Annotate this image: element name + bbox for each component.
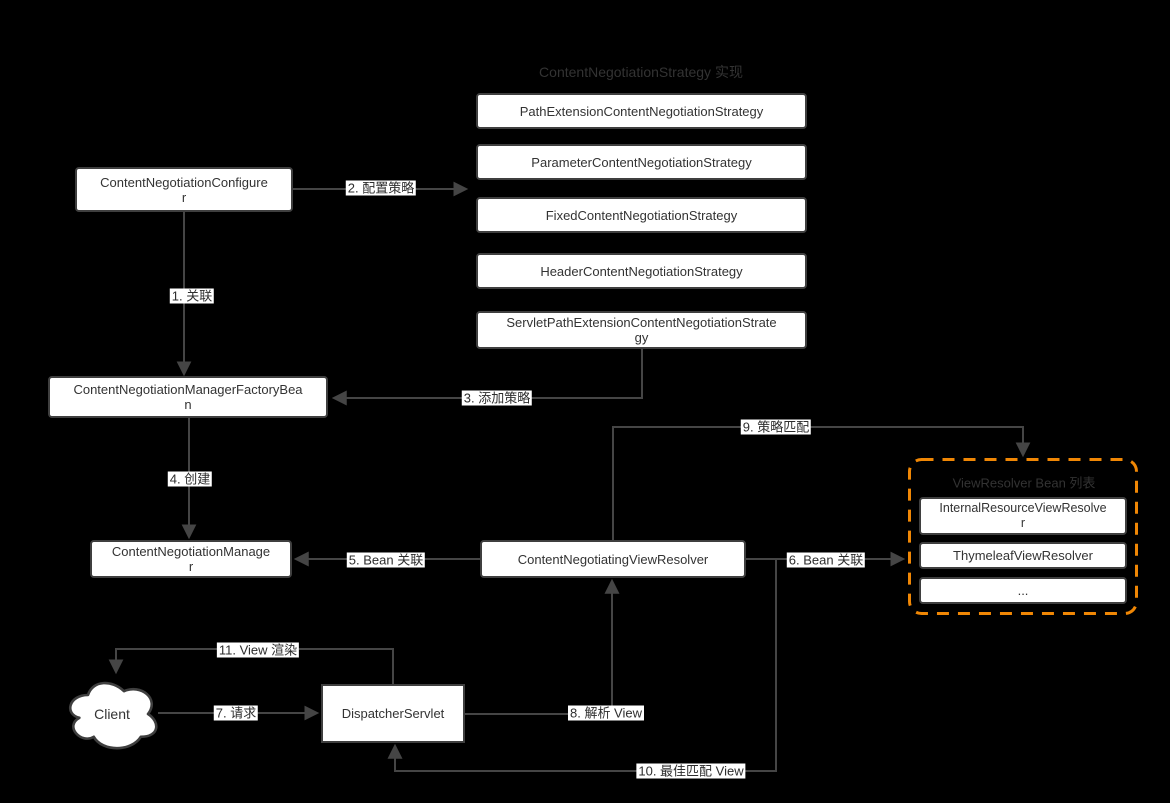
arrow-dispatcher-to-viewresolver bbox=[465, 578, 620, 715]
strategy-group-title: ContentNegotiationStrategy 实现 bbox=[539, 64, 743, 80]
node-content-negotiation-configurer: ContentNegotiationConfigure r bbox=[75, 167, 293, 212]
node-content-negotiation-manager: ContentNegotiationManage r bbox=[90, 540, 292, 578]
node-client-cloud bbox=[64, 676, 160, 757]
node-more-view-resolvers: ... bbox=[919, 577, 1127, 604]
edge-label-9-strategy-match: 9. 策略匹配 bbox=[740, 419, 812, 435]
arrow-strategies-to-factorybean bbox=[331, 348, 643, 406]
node-header-strategy: HeaderContentNegotiationStrategy bbox=[476, 253, 807, 289]
node-fixed-strategy: FixedContentNegotiationStrategy bbox=[476, 197, 807, 233]
edge-label-1-associate: 1. 关联 bbox=[169, 288, 215, 304]
edge-label-2-configure-strategy: 2. 配置策略 bbox=[345, 180, 417, 196]
node-parameter-strategy: ParameterContentNegotiationStrategy bbox=[476, 144, 807, 180]
node-internal-resource-view-resolver: InternalResourceViewResolve r bbox=[919, 497, 1127, 535]
node-dispatcher-servlet: DispatcherServlet bbox=[321, 684, 465, 743]
node-servlet-path-extension-strategy: ServletPathExtensionContentNegotiationSt… bbox=[476, 311, 807, 349]
edge-label-8-resolve-view: 8. 解析 View bbox=[567, 705, 645, 721]
edge-label-6-bean-associate: 6. Bean 关联 bbox=[786, 552, 866, 568]
edge-label-7-request: 7. 请求 bbox=[213, 705, 259, 721]
cloud-icon bbox=[68, 681, 158, 750]
node-content-negotiation-manager-factory-bean: ContentNegotiationManagerFactoryBea n bbox=[48, 376, 328, 418]
arrow-bestmatch-to-dispatcher bbox=[387, 559, 777, 772]
edge-label-5-bean-associate: 5. Bean 关联 bbox=[346, 552, 426, 568]
viewresolver-group-border bbox=[908, 458, 1138, 615]
viewresolver-group-title: ViewResolver Bean 列表 bbox=[952, 475, 1096, 491]
client-label: Client bbox=[94, 706, 130, 722]
node-thymeleaf-view-resolver: ThymeleafViewResolver bbox=[919, 542, 1127, 569]
arrow-strategy-match-to-beanlist bbox=[612, 426, 1031, 540]
node-content-negotiating-view-resolver: ContentNegotiatingViewResolver bbox=[480, 540, 746, 578]
edge-label-11-view-render: 11. View 渲染 bbox=[216, 642, 300, 658]
edge-label-4-create: 4. 创建 bbox=[167, 471, 213, 487]
edge-label-10-best-match-view: 10. 最佳匹配 View bbox=[636, 763, 746, 779]
edge-label-3-add-strategy: 3. 添加策略 bbox=[461, 390, 533, 406]
node-path-extension-strategy: PathExtensionContentNegotiationStrategy bbox=[476, 93, 807, 129]
